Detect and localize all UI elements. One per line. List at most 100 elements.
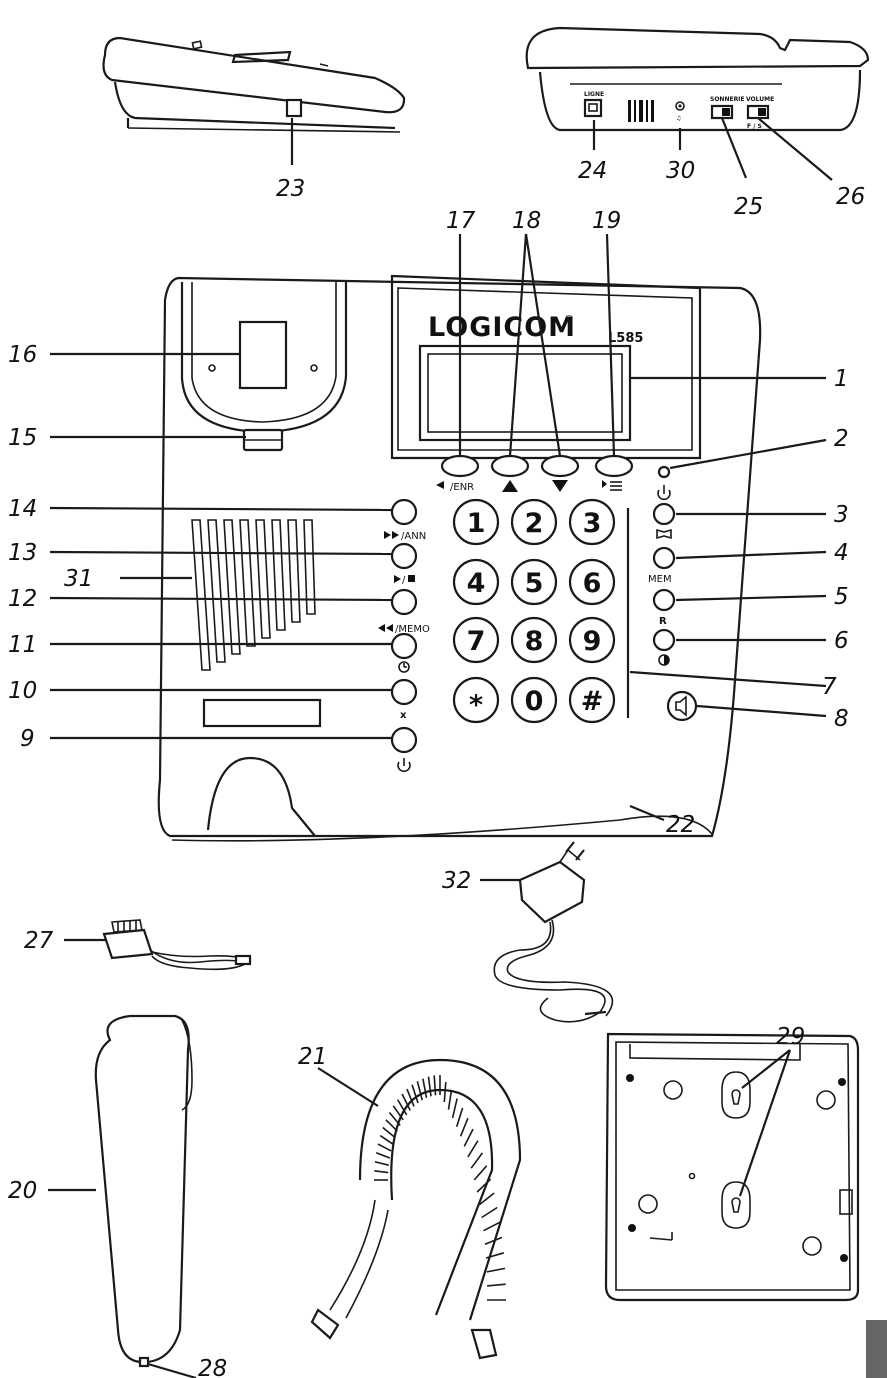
power-icon	[397, 758, 411, 773]
callout-numbers: 23 24 30 25 26 17 18 19 16 15 14 13 31 1…	[8, 158, 865, 1378]
callout-14: 14	[8, 496, 37, 522]
key-label: 3	[583, 508, 602, 539]
up-button[interactable]	[490, 454, 530, 478]
callout-2: 2	[834, 426, 849, 452]
key-3[interactable]	[568, 498, 616, 546]
coil-ring	[473, 1165, 488, 1181]
speaker-button[interactable]	[666, 690, 698, 722]
coil-ring	[486, 1267, 506, 1273]
clock-button[interactable]	[390, 632, 418, 660]
key-1[interactable]	[452, 498, 500, 546]
coil-ring	[485, 1252, 505, 1259]
key-hash[interactable]	[568, 676, 616, 724]
leader-lines	[48, 233, 827, 1378]
delete-button[interactable]	[390, 678, 418, 706]
callout-18: 18	[512, 208, 541, 234]
key-4[interactable]	[452, 558, 500, 606]
callout-21: 21	[298, 1044, 327, 1070]
down-button[interactable]	[540, 454, 580, 478]
callout-17: 17	[446, 208, 476, 234]
coil-ring	[476, 1178, 492, 1193]
key-label: 8	[525, 626, 544, 657]
coil-ring	[470, 1152, 484, 1169]
callout-3: 3	[834, 502, 849, 528]
key-label: 9	[583, 626, 602, 657]
callout-26: 26	[836, 184, 865, 210]
coil-ring	[377, 1143, 392, 1152]
key-label: 5	[525, 568, 544, 599]
page-tab-marker	[866, 1320, 887, 1378]
key-0[interactable]	[510, 676, 558, 724]
power-button[interactable]	[390, 726, 418, 754]
key-label: #	[581, 686, 604, 717]
brand-logo: LOGICOM	[428, 312, 576, 343]
play-stop-button[interactable]	[390, 542, 418, 570]
menu-button[interactable]	[594, 454, 634, 478]
forward-icon	[384, 531, 399, 539]
callout-10: 10	[8, 678, 37, 704]
coil-ring	[375, 1152, 391, 1159]
fs-label: F / S	[747, 123, 762, 130]
key-label: 4	[467, 568, 486, 599]
key-label: 7	[467, 626, 486, 657]
callout-30: 30	[666, 158, 695, 184]
coil-ring	[451, 1098, 458, 1119]
key-star[interactable]	[452, 676, 500, 724]
key-5[interactable]	[510, 558, 558, 606]
callout-13: 13	[8, 540, 37, 566]
key-2[interactable]	[510, 498, 558, 546]
callout-20: 20	[8, 1178, 37, 1204]
volume-label: VOLUME	[746, 96, 774, 103]
rewind-icon	[378, 624, 393, 632]
rewind-memo-button[interactable]	[390, 588, 418, 616]
mem-button[interactable]	[652, 546, 676, 570]
book-icon	[656, 528, 672, 540]
key-9[interactable]	[568, 616, 616, 664]
callout-29: 29	[776, 1024, 805, 1050]
key-7[interactable]	[452, 616, 500, 664]
base-underside	[604, 1032, 860, 1302]
coil-ring	[483, 1221, 501, 1232]
coil-ring	[396, 1099, 408, 1116]
forward-button[interactable]	[390, 498, 418, 526]
phone-line-cord	[102, 919, 252, 971]
coil-ring	[379, 1134, 394, 1145]
callout-27: 27	[24, 928, 54, 954]
coil-ring	[481, 1206, 498, 1219]
svg-text:®: ®	[564, 314, 574, 325]
callout-6: 6	[834, 628, 849, 654]
stop-icon	[408, 575, 415, 582]
memo-label: /MEMO	[395, 624, 430, 635]
coiled-cord	[310, 1058, 522, 1360]
key-6[interactable]	[568, 558, 616, 606]
mute-button[interactable]	[652, 628, 676, 652]
led-indicator	[657, 465, 671, 479]
coil-ring	[422, 1078, 428, 1099]
coil-ring	[385, 1119, 398, 1132]
coil-ring	[374, 1161, 389, 1166]
coil-ring	[479, 1192, 495, 1206]
coil-ring	[416, 1081, 423, 1101]
coil-ring	[374, 1170, 389, 1174]
coil-ring	[443, 1082, 447, 1103]
callout-25: 25	[734, 194, 763, 220]
callout-22: 22	[666, 812, 695, 838]
r-button[interactable]	[652, 588, 676, 612]
callout-5: 5	[834, 584, 849, 610]
ligne-label: LIGNE	[584, 91, 604, 98]
callout-32: 32	[442, 868, 471, 894]
callout-24: 24	[578, 158, 607, 184]
key-label: 1	[467, 508, 486, 539]
coil-ring	[427, 1076, 432, 1097]
callout-23: 23	[276, 176, 305, 202]
callout-11: 11	[8, 632, 37, 658]
enr-button[interactable]	[440, 454, 480, 478]
key-8[interactable]	[510, 616, 558, 664]
x-label: x	[400, 710, 407, 721]
coil-ring	[388, 1111, 401, 1126]
coil-ring	[392, 1105, 404, 1121]
phonebook-button[interactable]	[652, 502, 676, 526]
speaker-icon	[675, 695, 687, 717]
